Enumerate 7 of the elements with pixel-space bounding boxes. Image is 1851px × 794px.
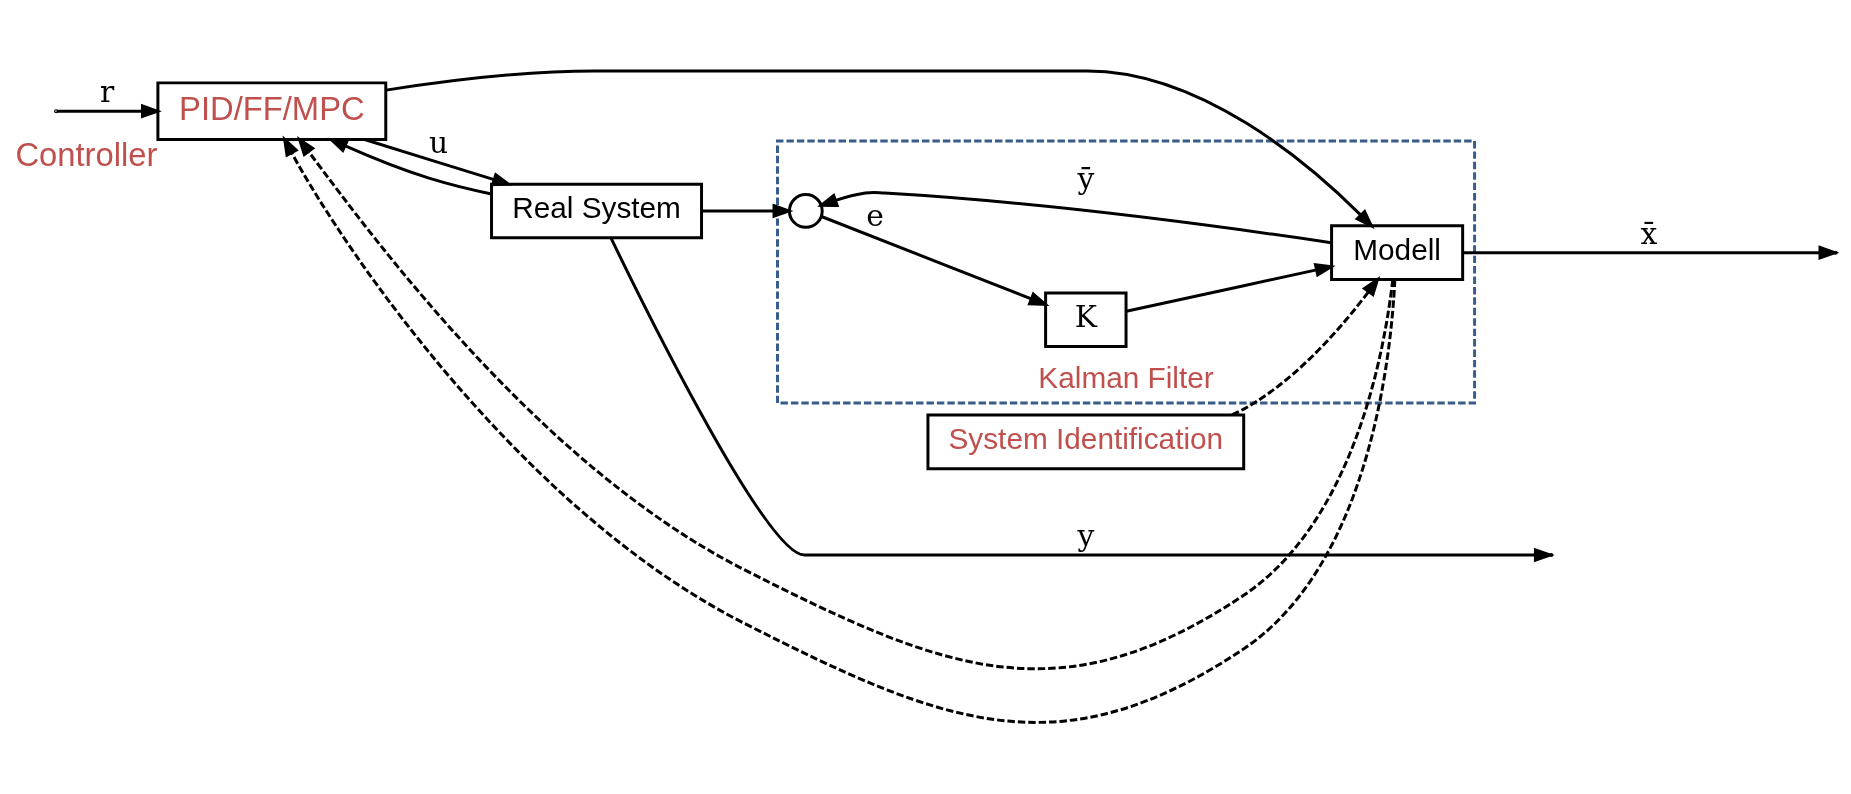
edge-label: y [1077,518,1095,554]
edge-label: x̄ [1640,215,1658,251]
edge-label: ȳ [1077,160,1095,196]
edge-label: e [866,197,884,233]
node-label: Controller [15,135,158,173]
edge-label: u [429,124,449,160]
edge-label: r [100,74,115,110]
